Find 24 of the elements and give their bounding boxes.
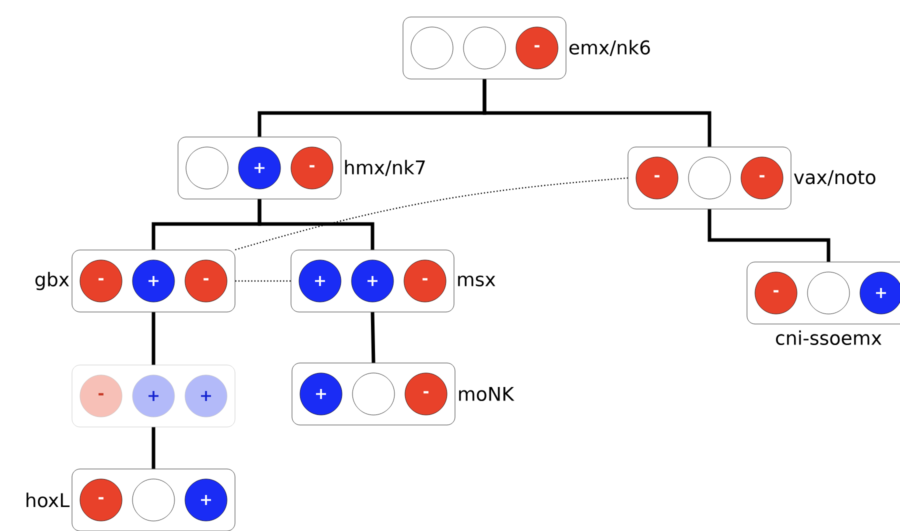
gene-label: emx/nk6	[569, 40, 650, 56]
gene-label: gbx	[35, 272, 69, 290]
gene-label: hoxL	[26, 492, 70, 508]
state-circle	[410, 26, 454, 70]
connector-line	[152, 427, 156, 469]
gene-label: msx	[458, 276, 496, 286]
gene-label: cni-ssoemx	[776, 330, 882, 346]
connector-line	[258, 199, 374, 250]
state-circle	[463, 26, 506, 70]
state-circle	[132, 478, 175, 522]
connector-line	[370, 312, 376, 363]
gene-label: vax/noto	[794, 170, 876, 186]
gene-label: hmx/nk7	[345, 160, 425, 176]
connector-line	[482, 79, 712, 147]
state-circle	[688, 156, 731, 200]
gene-label: moNK	[459, 386, 514, 402]
rounded-box	[72, 364, 236, 428]
state-circle	[186, 146, 228, 190]
connector-line	[235, 177, 628, 250]
connector-line	[235, 280, 291, 282]
state-circle	[807, 272, 850, 314]
connector-line	[708, 209, 830, 262]
connector-line	[152, 312, 156, 365]
state-circle	[352, 372, 395, 416]
